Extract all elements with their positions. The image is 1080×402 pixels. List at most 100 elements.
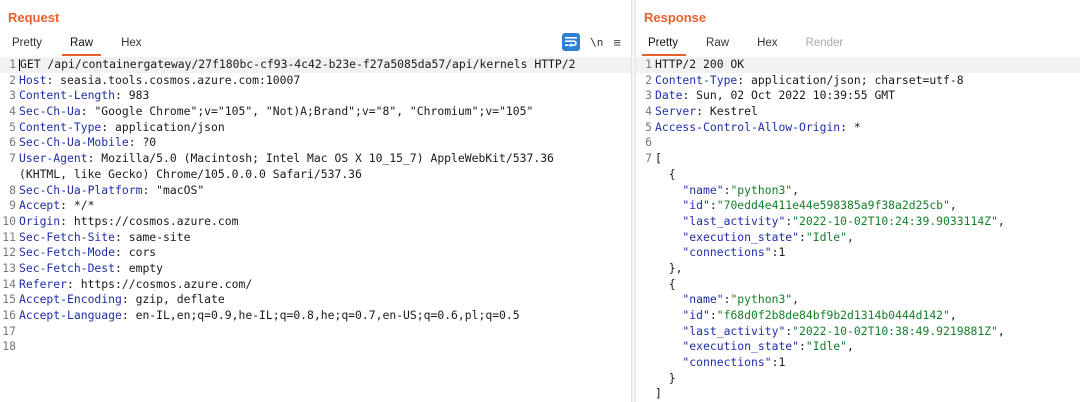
code-token: : seasia.tools.cosmos.azure.com:10007 [46,72,301,87]
code-token: :1 [771,355,786,370]
code-token: , [792,182,800,197]
line-number: 8 [9,182,16,197]
code-token: : "Google Chrome";v="105", "Not)A;Brand"… [80,104,534,119]
code-token: Sec-Fetch-Dest [19,260,116,275]
code-line: 18 [0,339,631,355]
line-number: 12 [2,245,16,260]
code-line: 7[ [636,151,1080,167]
code-line: "execution_state":"Idle", [636,339,1080,355]
code-token: : application/json [101,119,225,134]
tab-raw[interactable]: Raw [706,37,730,49]
code-line: "name":"python3", [636,183,1080,199]
code-text: "connections":1 [655,355,785,371]
tab-hex[interactable]: Hex [121,37,142,49]
code-text: { [655,167,676,183]
code-token: : application/json; charset=utf-8 [737,72,964,87]
code-token: "id" [655,198,710,213]
code-token: Content-Type [655,72,738,87]
code-token: }, [655,260,683,275]
code-text: { [655,277,676,293]
code-token: : 983 [115,88,150,103]
line-number: 2 [9,72,16,87]
word-wrap-button[interactable] [562,33,581,51]
code-text: Server: Kestrel [655,104,758,120]
line-number [636,230,655,246]
code-token: : [709,308,717,322]
code-token: : [709,198,717,213]
code-token: : Mozilla/5.0 (Macintosh; Intel Mac OS X… [87,151,554,166]
tab-pretty[interactable]: Pretty [12,37,43,49]
code-token: , [792,292,800,307]
code-token: User-Agent [19,151,88,166]
code-text: ] [655,386,662,402]
line-number [636,308,655,324]
code-line: (KHTML, like Gecko) Chrome/105.0.0.0 Saf… [0,167,631,183]
line-number [636,214,655,230]
code-text: Accept: */* [19,198,94,214]
line-number [636,261,655,277]
code-text: Origin: https://cosmos.azure.com [19,214,238,230]
line-number [636,198,655,214]
code-text: Sec-Fetch-Mode: cors [19,245,156,261]
code-token: "id" [655,308,710,322]
code-token: "python3" [730,292,793,307]
word-wrap-icon [565,37,578,47]
code-token: Date [655,88,683,103]
code-token: } [655,370,676,385]
pane-splitter[interactable] [631,0,636,402]
response-title: Response [644,10,707,25]
line-number: 1 [9,57,16,71]
code-text: [ [655,151,662,167]
tab-pretty[interactable]: Pretty [636,36,692,56]
code-line: }, [636,261,1080,277]
code-token: Server [655,104,697,119]
code-token: Access-Control-Allow-Origin [655,119,841,134]
code-token: : https://cosmos.azure.com/ [67,276,253,291]
code-token: "execution_state" [655,339,800,354]
code-token: , [847,339,854,354]
tab-hex[interactable]: Hex [757,37,778,49]
line-number: 14 [2,276,16,291]
code-text: Sec-Fetch-Site: same-site [19,230,190,246]
code-text: "name":"python3", [655,292,799,308]
line-number [636,371,655,387]
code-token: "70edd4e411e44e598385a9f38a2d25cb" [716,198,950,213]
code-text: "name":"python3", [655,183,799,199]
code-token: : */* [60,198,95,213]
line-number [636,183,655,199]
tab-render[interactable]: Render [805,37,844,49]
line-number [636,355,655,371]
code-text: "last_activity":"2022-10-02T10:38:49.921… [655,323,1005,340]
show-newlines-button[interactable]: \n [590,35,604,49]
menu-icon[interactable]: ≡ [613,34,621,50]
code-token: : * [840,119,861,134]
code-token: : Sun, 02 Oct 2022 10:39:55 GMT [682,88,896,103]
code-token: { [655,276,676,291]
code-text: Sec-Ch-Ua-Mobile: ?0 [19,135,156,151]
code-token: "2022-10-02T10:38:49.9219881Z" [792,323,998,338]
code-token: : en-IL,en;q=0.9,he-IL;q=0.8,he;q=0.7,en… [121,308,520,322]
code-token: Accept-Encoding [19,292,122,307]
code-token: "name" [655,292,724,307]
code-token: , [997,323,1005,338]
response-tabs: Pretty Raw Hex Render [636,36,857,56]
request-toolbar: \n ≡ [562,33,621,51]
code-token: Sec-Fetch-Site [19,229,116,244]
code-token: Accept [19,198,61,213]
code-text: Referer: https://cosmos.azure.com/ [19,277,252,293]
code-token: : same-site [115,229,191,244]
tab-raw[interactable]: Raw [56,36,107,56]
line-number [636,277,655,293]
code-token: : "macOS" [142,182,205,197]
line-number: 4 [645,104,652,119]
code-token: Origin [19,213,61,228]
code-text: } [655,371,676,387]
